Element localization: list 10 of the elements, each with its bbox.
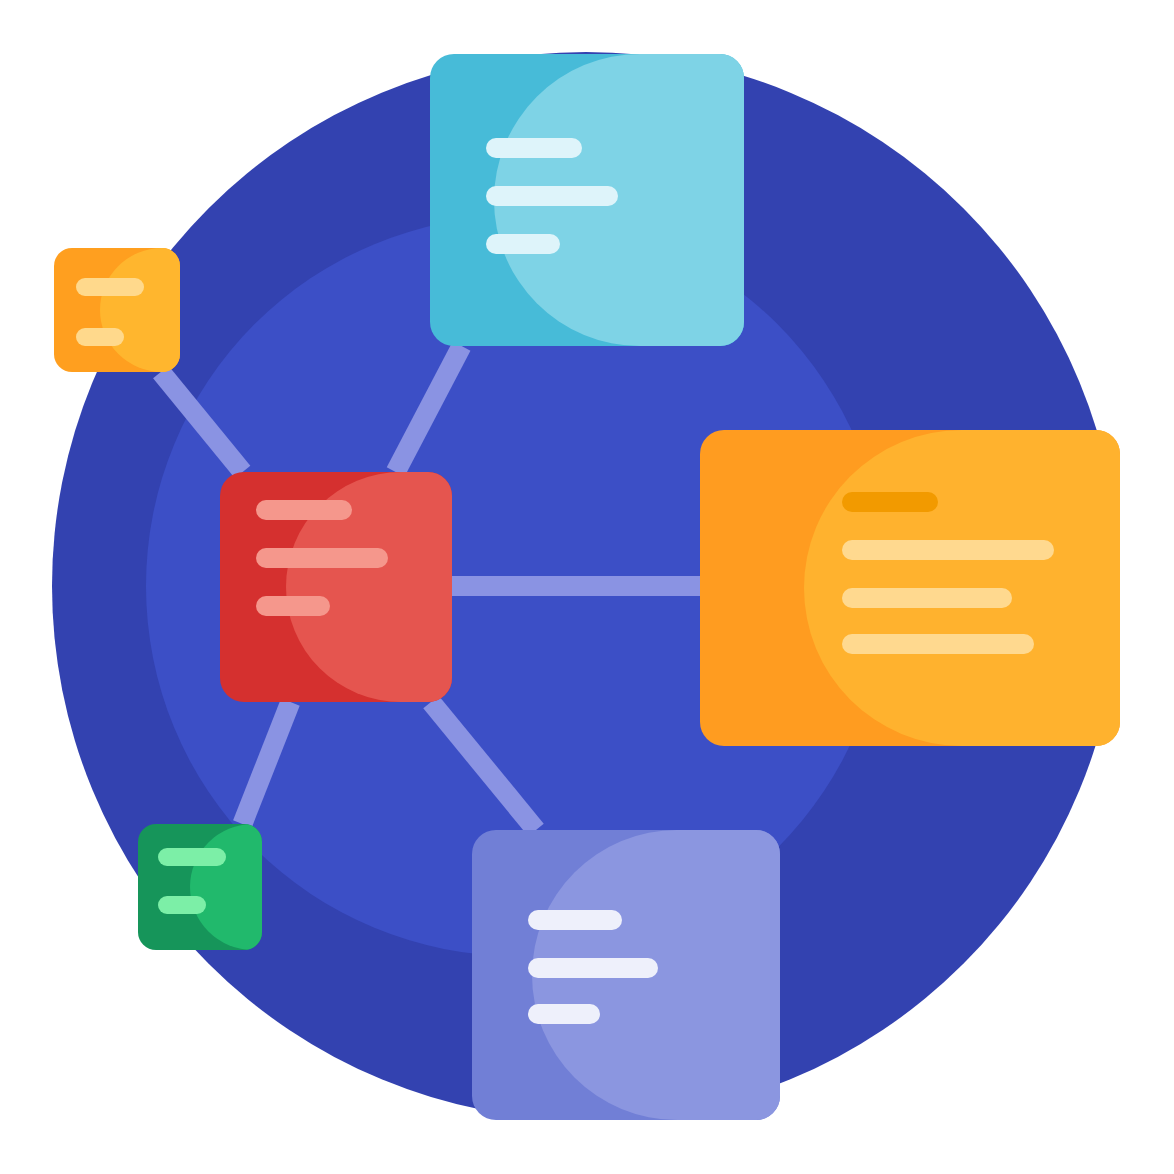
- note-card: [472, 830, 780, 1120]
- note-card: [54, 248, 180, 372]
- note-card: [430, 54, 744, 346]
- note-card: [700, 430, 1120, 746]
- connector-line: [386, 341, 471, 477]
- connector-line: [452, 576, 700, 596]
- note-card: [138, 824, 262, 950]
- note-card: [220, 472, 452, 702]
- connector-line: [233, 698, 300, 828]
- connector-line: [153, 365, 251, 479]
